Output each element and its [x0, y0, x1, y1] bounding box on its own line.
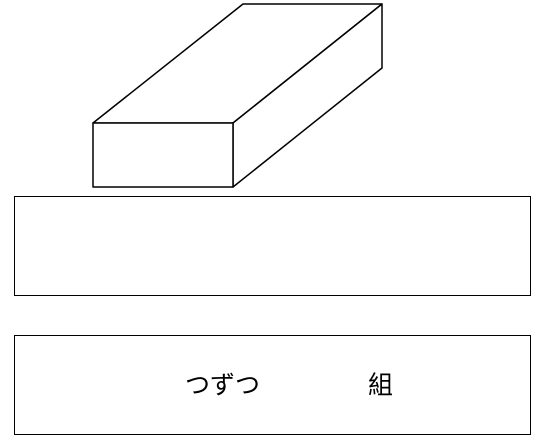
label-left-text: つずつ	[185, 370, 261, 400]
block-front-face	[92, 122, 234, 188]
rectangular-block	[92, 3, 383, 188]
answer-box[interactable]	[14, 196, 531, 296]
label-box: つずつ 組	[14, 335, 531, 435]
label-right-text: 組	[368, 370, 394, 400]
